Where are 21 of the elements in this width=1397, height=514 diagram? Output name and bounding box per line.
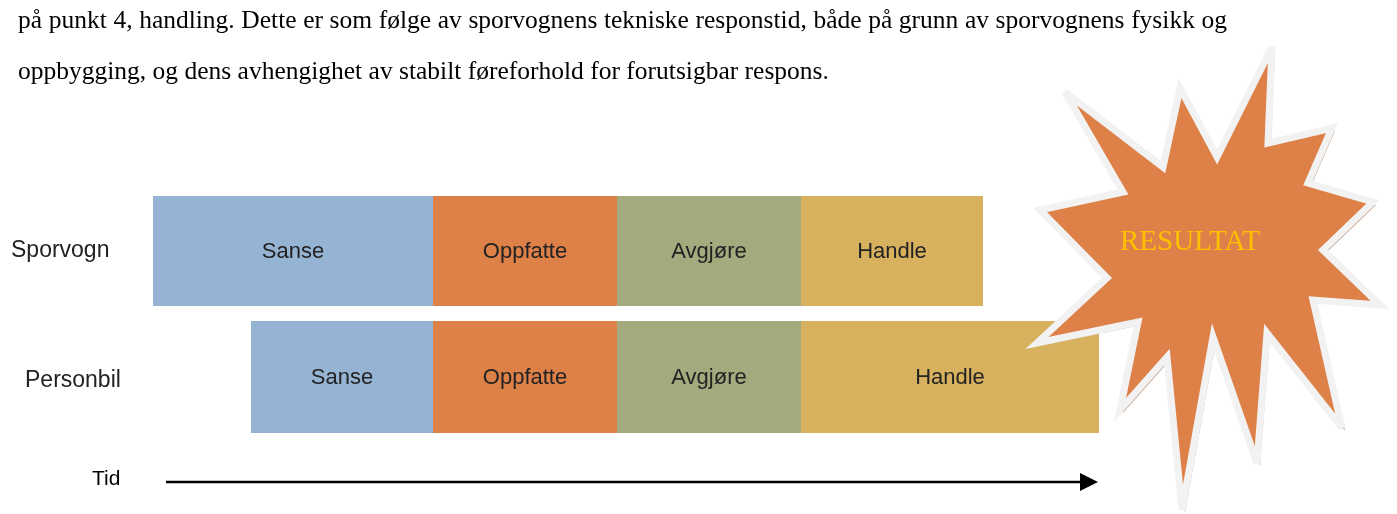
- body-paragraph: på punkt 4, handling. Dette er som følge av sporvognens tekniske responstid, både på grunn av sporvognens fysikk og oppbygging, og dens avhengighet av stabilt føreforhold for forutsigbar respons.: [18, 4, 1227, 87]
- axis-label: Tid: [92, 466, 121, 490]
- row-label: Sporvogn: [11, 236, 110, 263]
- phase-bar: [617, 196, 801, 306]
- phase-bar: [251, 321, 433, 433]
- phase-bar: [617, 321, 801, 433]
- phase-label: Sanse: [310, 364, 374, 390]
- result-label: RESULTAT: [1120, 224, 1260, 257]
- phase-bar: [433, 196, 617, 306]
- phase-label: Avgjøre: [671, 364, 747, 390]
- phase-label: Sanse: [261, 238, 325, 264]
- row-label: Personbil: [25, 366, 121, 393]
- phase-label: Handle: [915, 364, 985, 390]
- phase-label: Oppfatte: [482, 238, 568, 264]
- phase-label: Oppfatte: [482, 364, 568, 390]
- phase-label: Avgjøre: [671, 238, 747, 264]
- phase-label: Handle: [857, 238, 927, 264]
- phase-bar: [153, 196, 433, 306]
- phase-bar: [801, 321, 1099, 433]
- phase-bar: [433, 321, 617, 433]
- phase-bar: [801, 196, 983, 306]
